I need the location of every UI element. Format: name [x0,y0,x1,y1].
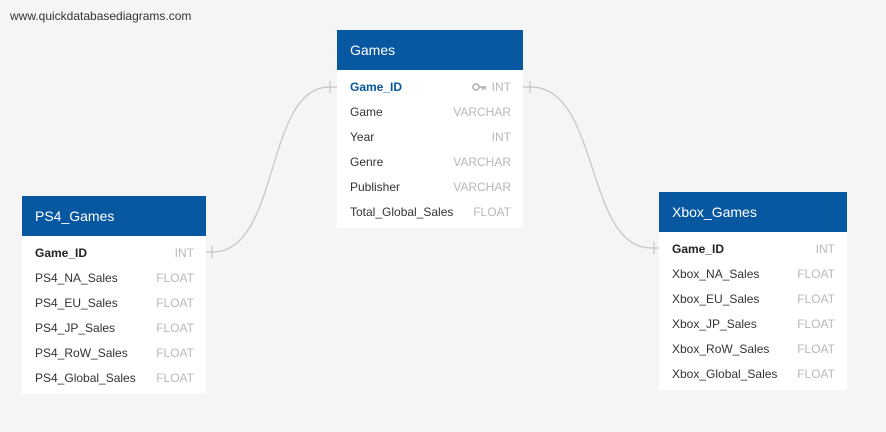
field-row[interactable]: PS4_Global_Sales FLOAT [22,365,206,390]
field-type-label: FLOAT [797,366,835,381]
field-type-label: FLOAT [797,266,835,281]
field-type: INT [175,246,194,260]
field-name: PS4_Global_Sales [35,370,136,385]
field-row[interactable]: Game_ID INT [22,240,206,265]
field-name: Year [350,129,375,144]
field-name: Xbox_EU_Sales [672,291,760,306]
field-row[interactable]: Genre VARCHAR [337,149,523,174]
field-type-label: FLOAT [156,320,194,335]
field-type-label: VARCHAR [453,104,511,119]
field-type: VARCHAR [453,180,511,194]
field-name: PS4_NA_Sales [35,270,118,285]
field-type-label: FLOAT [797,291,835,306]
field-name: Game [350,104,383,119]
field-type-label: FLOAT [156,345,194,360]
table-header-xbox-games[interactable]: Xbox_Games [659,192,847,232]
field-type: VARCHAR [453,155,511,169]
field-row[interactable]: Year INT [337,124,523,149]
field-type-label: FLOAT [156,295,194,310]
field-name: Game_ID [672,241,725,256]
field-type: FLOAT [156,296,194,310]
field-type-label: VARCHAR [453,154,511,169]
field-type: FLOAT [797,317,835,331]
relationship-link-ps4-games [205,86,337,253]
watermark-url[interactable]: www.quickdatabasediagrams.com [10,9,192,23]
field-type: INT [492,130,511,144]
field-name: Xbox_RoW_Sales [672,341,770,356]
field-type: INT [816,242,835,256]
field-row[interactable]: Game_ID INT [659,236,847,261]
field-type-label: FLOAT [156,270,194,285]
field-type-label: INT [815,241,835,256]
field-type-label: FLOAT [797,316,835,331]
field-name: PS4_RoW_Sales [35,345,128,360]
field-name: Game_ID [35,245,88,260]
table-header-ps4-games[interactable]: PS4_Games [22,196,206,236]
field-type: FLOAT [797,267,835,281]
field-row[interactable]: Total_Global_Sales FLOAT [337,199,523,224]
field-name: Total_Global_Sales [350,204,454,219]
field-row[interactable]: Xbox_Global_Sales FLOAT [659,361,847,386]
field-type: INT [471,79,511,94]
field-row[interactable]: Xbox_JP_Sales FLOAT [659,311,847,336]
field-row[interactable]: Xbox_EU_Sales FLOAT [659,286,847,311]
field-row[interactable]: Xbox_NA_Sales FLOAT [659,261,847,286]
field-name: Xbox_NA_Sales [672,266,760,281]
relationship-link-games-xbox [523,86,659,249]
field-name: Xbox_Global_Sales [672,366,778,381]
field-type: FLOAT [156,371,194,385]
field-row[interactable]: Publisher VARCHAR [337,174,523,199]
field-name: Game_ID [350,79,403,94]
field-row[interactable]: PS4_EU_Sales FLOAT [22,290,206,315]
field-row[interactable]: Game VARCHAR [337,99,523,124]
field-type-label: FLOAT [473,204,511,219]
field-name: PS4_JP_Sales [35,320,116,335]
field-name: PS4_EU_Sales [35,295,118,310]
key-icon [471,82,487,91]
field-type: FLOAT [473,205,511,219]
field-type-label: VARCHAR [453,179,511,194]
field-type: FLOAT [156,271,194,285]
field-row[interactable]: Xbox_RoW_Sales FLOAT [659,336,847,361]
field-type-label: INT [174,245,194,260]
field-name: Xbox_JP_Sales [672,316,757,331]
field-type-label: FLOAT [797,341,835,356]
field-type-label: FLOAT [156,370,194,385]
field-name: Publisher [350,179,401,194]
field-row[interactable]: PS4_RoW_Sales FLOAT [22,340,206,365]
field-type: FLOAT [156,321,194,335]
field-type: FLOAT [156,346,194,360]
field-type: FLOAT [797,342,835,356]
field-row[interactable]: PS4_JP_Sales FLOAT [22,315,206,340]
field-name: Genre [350,154,384,169]
field-row[interactable]: Game_ID INT [337,74,523,99]
field-type: VARCHAR [453,105,511,119]
field-type: FLOAT [797,292,835,306]
field-row[interactable]: PS4_NA_Sales FLOAT [22,265,206,290]
field-type-label: INT [491,129,511,144]
table-header-games[interactable]: Games [337,30,523,70]
field-type-label: INT [491,79,511,94]
field-type: FLOAT [797,367,835,381]
